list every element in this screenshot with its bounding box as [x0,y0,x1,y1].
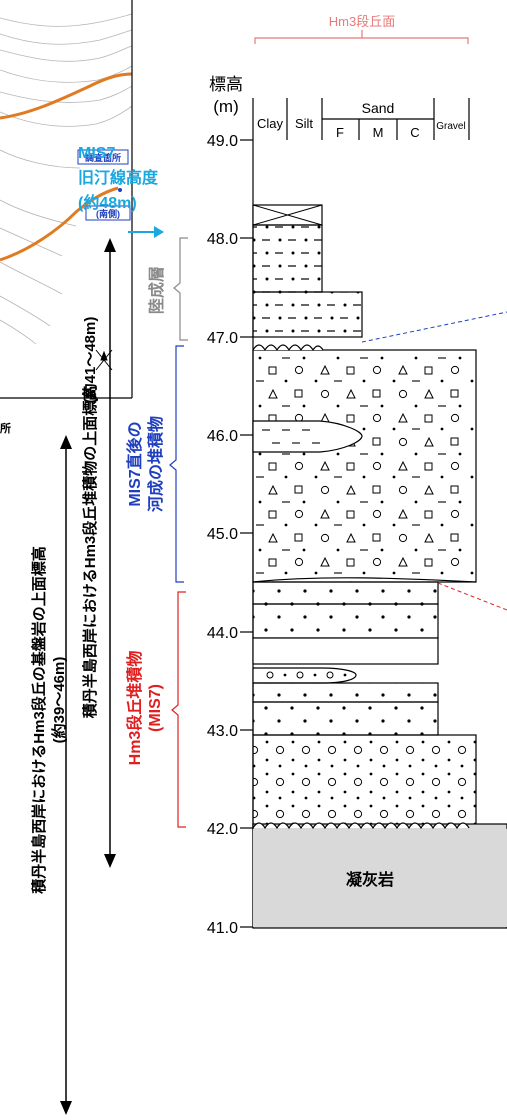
axis-unit: (m) [213,97,238,116]
fluvial-label-line1: MIS7直後の [125,421,144,506]
sand-layer-3 [252,637,439,665]
hm3-deposit-bracket [171,591,186,828]
fluvial-gravel-layer [252,349,477,583]
terrace-name: Hm3段丘面 [329,14,395,29]
tick-label-46: 46.0 [207,428,238,445]
deposit-top-range-value: (約41～48m) [81,317,99,404]
terrestrial-label: 陸成層 [147,266,166,314]
silt-lens [252,420,363,453]
fluvial-label-line2: 河成の堆積物 [146,416,165,512]
svg-text:MIS7: MIS7 [78,145,115,162]
svg-text:(約48m): (約48m) [78,193,137,212]
header-gravel: Gravel [436,121,465,132]
map-inset: 調査箇所 (南側) 所 [0,0,133,435]
terrace-bracket: Hm3段丘面 [254,14,469,44]
header-sand-m: M [373,125,384,140]
correlation-line-blue [361,311,507,343]
sand-layer-2 [252,603,439,639]
tick-label-43: 43.0 [207,723,238,740]
tuff-label: 凝灰岩 [346,870,394,889]
correlation-line-red [437,582,507,611]
shoreline-arrow-icon [128,226,164,238]
tick-label-47: 47.0 [207,330,238,347]
terrestrial-bracket [173,237,188,341]
sand-layer-5 [252,701,439,736]
sand-layer-4 [252,682,439,703]
deposit-top-range-label: 積丹半島西岸におけるHm3段丘堆積物の上面標高 [81,386,99,720]
elevation-axis [240,139,254,928]
pebbly-sand-layer [252,734,477,830]
tick-label-41: 41.0 [207,920,238,937]
tick-label-48: 48.0 [207,231,238,248]
deposit-top-range-arrow [104,238,116,868]
tick-label-49: 49.0 [207,133,238,150]
bedrock-top-range-value: (約39～46m) [50,657,68,744]
bedrock-top-range-label: 積丹半島西岸におけるHm3段丘の基盤岩の上面標高 [30,546,48,895]
svg-text:旧汀線高度: 旧汀線高度 [78,168,159,187]
header-sand-c: C [410,125,419,140]
header-clay: Clay [257,116,284,131]
tick-label-42: 42.0 [207,821,238,838]
hm3-label-line1: Hm3段丘堆積物 [125,651,144,766]
tick-label-45: 45.0 [207,526,238,543]
map-label-south: (南側) [96,208,120,219]
header-sand-f: F [336,125,344,140]
grain-size-header [252,98,470,140]
terrestrial-layer-lower [252,291,363,338]
axis-title: 標高 [209,75,243,94]
bedrock-top-range-arrow [60,435,72,1115]
terrestrial-layer-upper [252,224,323,293]
map-label-cut: 所 [0,421,11,435]
map-label-site: 調査箇所 [85,152,121,163]
fluvial-bracket [169,345,184,583]
tick-label-44: 44.0 [207,625,238,642]
geologic-column: 凝灰岩 [252,204,507,929]
hm3-label-line2: (MIS7) [147,684,164,732]
pebble-lens [252,667,357,684]
header-silt: Silt [295,116,313,131]
mis7-shoreline-label: MIS7 旧汀線高度 (約48m) [78,145,159,212]
header-sand: Sand [362,100,395,116]
sand-layer-1 [252,581,439,605]
